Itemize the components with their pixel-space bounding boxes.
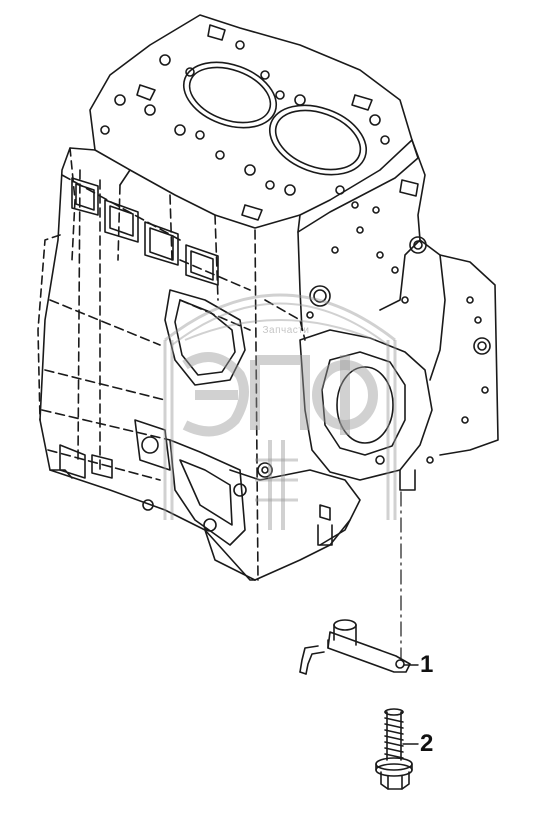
- callout-label-1: 1: [420, 651, 434, 678]
- part-2-flange-bolt: [375, 708, 413, 790]
- watermark-text: Запчасти: [262, 325, 310, 336]
- callout-label-2: 2: [420, 730, 434, 757]
- engine-block: [37, 14, 499, 581]
- part-1-oil-pipe-bracket: [299, 619, 411, 675]
- watermark-logo: [163, 293, 397, 530]
